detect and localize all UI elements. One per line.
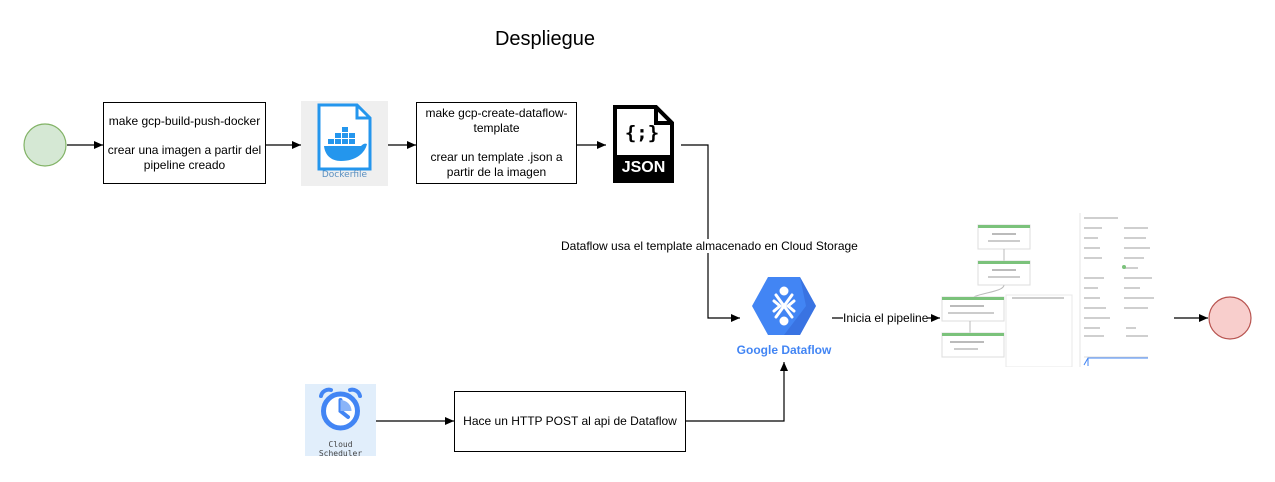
json-file-icon [613, 105, 674, 183]
edge-post-to-dataflow [686, 362, 788, 422]
create-template-description: crear un template .json a partir de la i… [430, 150, 563, 179]
google-dataflow-node[interactable]: Google Dataflow [736, 273, 832, 365]
build-push-docker-box[interactable]: make gcp-build-push-docker crear una ima… [103, 102, 266, 184]
create-template-command: make gcp-create-dataflow-template [425, 106, 568, 135]
json-file-node[interactable]: {;} JSON [612, 104, 675, 184]
cloud-scheduler-node[interactable]: Cloud Scheduler [305, 384, 376, 458]
end-event [1208, 296, 1252, 340]
pipeline-job-screenshot [940, 213, 1174, 367]
dockerfile-label: Dockerfile [321, 170, 368, 180]
start-event [23, 123, 67, 167]
docker-whale-file-icon [317, 103, 372, 171]
dockerfile-node[interactable]: Dockerfile [301, 101, 388, 186]
edge-json-to-dataflow [681, 144, 740, 322]
build-push-command: make gcp-build-push-docker [108, 113, 261, 128]
dataflow-label: Google Dataflow [736, 343, 832, 357]
build-push-description: crear una imagen a partir del pipeline c… [107, 142, 262, 172]
alarm-clock-icon [319, 387, 362, 431]
edge-label-start-pipeline: Inicia el pipeline [843, 311, 929, 325]
json-braces: {;} [624, 122, 660, 144]
create-dataflow-template-box[interactable]: make gcp-create-dataflow-template crear … [416, 102, 577, 184]
json-label: JSON [621, 159, 666, 176]
google-dataflow-hexagon-icon [752, 277, 816, 335]
edge-label-template-storage: Dataflow usa el template almacenado en C… [561, 239, 858, 253]
http-post-label: Hace un HTTP POST al api de Dataflow [463, 414, 677, 428]
scheduler-label: Cloud Scheduler [318, 440, 363, 458]
http-post-box[interactable]: Hace un HTTP POST al api de Dataflow [454, 391, 686, 452]
diagram-title: Despliegue [494, 28, 596, 50]
pipeline-job-graph-image [940, 213, 1174, 367]
